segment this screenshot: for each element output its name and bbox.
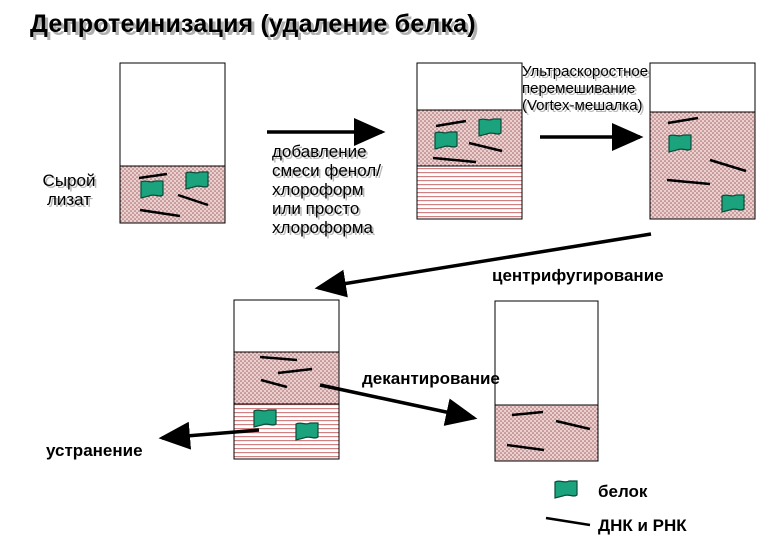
protein-icon [478, 118, 502, 137]
label-add-mixture: добавление смеси фенол/ хлороформ или пр… [272, 142, 381, 237]
nucleic-acid-strand [511, 410, 544, 417]
arrow-removal [158, 421, 260, 450]
nucleic-acid-strand [555, 419, 591, 431]
protein-icon [721, 194, 745, 213]
arrow-decantation [319, 383, 478, 426]
arrow-centrifugation [314, 232, 652, 298]
nucleic-acid-strand [138, 172, 168, 180]
protein-icon [434, 131, 458, 150]
legend-protein-icon [554, 480, 578, 499]
nucleic-acid-strand [435, 119, 467, 128]
nucleic-acid-strand [177, 193, 209, 207]
tube-after-decantation [494, 300, 599, 462]
tube-after-addition [416, 62, 523, 220]
tube-raw-lysate [119, 62, 226, 224]
label-removal: устранение [46, 441, 143, 460]
nucleic-acid-strand [432, 156, 477, 164]
protein-icon [295, 422, 319, 441]
nucleic-acid-strand [259, 355, 298, 362]
label-decantation: декантирование [362, 369, 500, 388]
protein-icon [140, 180, 164, 199]
legend-nucleic-label: ДНК и РНК [598, 516, 687, 535]
nucleic-acid-strand [666, 178, 711, 186]
nucleic-acid-strand [277, 367, 313, 375]
label-vortex: Ультраскоростное перемешивание (Vortex-м… [522, 63, 649, 114]
label-raw-lysate: Сырой лизат [42, 171, 96, 209]
tube-after-vortex [649, 62, 756, 220]
tube-after-centrifugation [233, 299, 340, 460]
protein-icon [253, 409, 277, 428]
legend-protein-label: белок [598, 482, 648, 501]
nucleic-acid-strand [260, 378, 288, 389]
protein-icon [668, 134, 692, 153]
page-title-shadow: Депротеинизация (удаление белка) [33, 13, 479, 41]
label-centrifugation: центрифугирование [492, 266, 664, 285]
nucleic-acid-strand [667, 116, 699, 125]
protein-icon [185, 171, 209, 190]
page-title: Депротеинизация (удаление белка) [30, 10, 476, 38]
legend-nucleic-acid-icon [545, 516, 591, 527]
nucleic-acid-strand [468, 141, 503, 153]
nucleic-acid-strand [139, 208, 181, 218]
nucleic-acid-strand [709, 158, 747, 173]
nucleic-acid-strand [506, 443, 545, 452]
